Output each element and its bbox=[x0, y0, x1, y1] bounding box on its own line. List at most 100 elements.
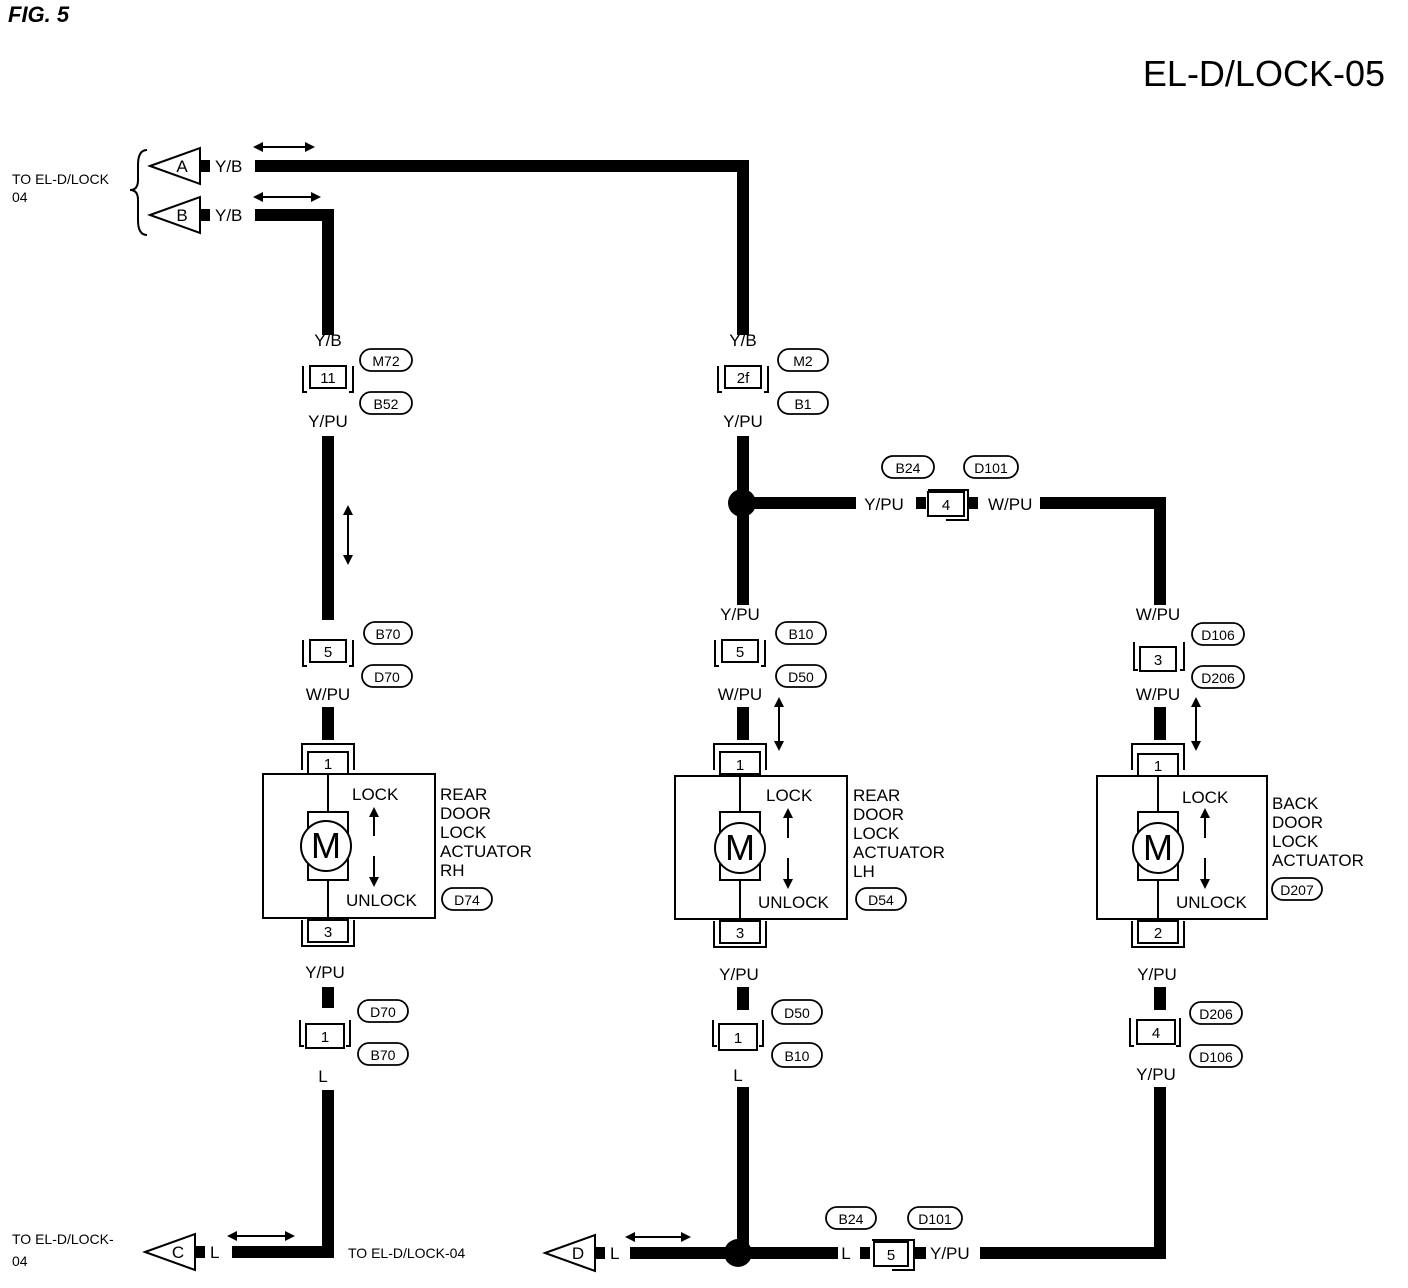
cross-top-wire-right: W/PU bbox=[988, 495, 1032, 514]
left-jc3-upper-tag-text: D70 bbox=[370, 1004, 396, 1020]
mid-jc2: 5 bbox=[714, 639, 766, 667]
right-jc1-upper-tag-text: D106 bbox=[1201, 627, 1235, 643]
cross-top-tag-left-text: B24 bbox=[896, 460, 921, 476]
mid-act-id-tag bbox=[855, 887, 907, 911]
cross-top-jc: 4 bbox=[916, 489, 978, 521]
connector-c-letter: C bbox=[172, 1243, 184, 1262]
splice-dot-top bbox=[728, 489, 756, 517]
right-motor-letter: M bbox=[1143, 827, 1173, 868]
right-wire-wpu-2: W/PU bbox=[1136, 685, 1180, 704]
mid-jc1-upper-tag-text: M2 bbox=[793, 353, 813, 369]
wire-a-main bbox=[255, 160, 749, 335]
left-unlock-label: UNLOCK bbox=[346, 891, 418, 910]
right-wire-ypu-2: Y/PU bbox=[1136, 1065, 1176, 1084]
left-wire-ypu-2: Y/PU bbox=[305, 963, 345, 982]
right-act-name-3: ACTUATOR bbox=[1272, 851, 1364, 870]
mid-wire-ypu-3: Y/PU bbox=[719, 965, 759, 984]
left-act-name-2: LOCK bbox=[440, 823, 487, 842]
connector-d-letter: D bbox=[572, 1244, 584, 1263]
cross-bottom-tag-left-text: B24 bbox=[839, 1211, 864, 1227]
connector-a-letter: A bbox=[176, 157, 188, 176]
mid-act-name-1: DOOR bbox=[853, 805, 904, 824]
left-jc3-pin: 1 bbox=[321, 1029, 329, 1046]
left-jc1-lower-tag bbox=[359, 391, 413, 415]
mid-jc2-upper-tag-text: B10 bbox=[789, 626, 814, 642]
right-act-pin-top: 1 bbox=[1154, 758, 1162, 775]
mid-jc2-pin: 5 bbox=[736, 644, 744, 661]
left-wire-l: L bbox=[318, 1067, 327, 1086]
page-code: EL-D/LOCK-05 bbox=[1143, 53, 1385, 94]
left-jc3-lower-tag bbox=[357, 1042, 409, 1066]
right-jc2-lower-tag bbox=[1189, 1044, 1243, 1068]
connector-c-wire: L bbox=[210, 1243, 219, 1262]
ref-c: TO EL-D/LOCK- bbox=[12, 1231, 114, 1247]
left-act-pin-top: 1 bbox=[324, 756, 332, 773]
right-motor-icon bbox=[1132, 822, 1184, 874]
right-act-name-0: BACK bbox=[1272, 794, 1319, 813]
mid-jc1-pin: 2f bbox=[737, 370, 750, 387]
right-act-id-text: D207 bbox=[1280, 882, 1314, 898]
cross-bottom-wire-left: L bbox=[841, 1244, 850, 1263]
right-jc1: 3 bbox=[1133, 642, 1185, 672]
left-act-name-1: DOOR bbox=[440, 804, 491, 823]
wire-b-main bbox=[255, 209, 334, 335]
mid-wire-l: L bbox=[733, 1066, 742, 1085]
cross-top-tag-left bbox=[881, 455, 935, 479]
left-wire-yb: Y/B bbox=[314, 331, 341, 350]
left-act-name-4: RH bbox=[440, 861, 465, 880]
left-jc2: 5 bbox=[302, 639, 354, 667]
mid-act-pin-bot: 3 bbox=[736, 925, 744, 942]
mid-act-name-2: LOCK bbox=[853, 824, 900, 843]
brace-ab bbox=[129, 149, 148, 236]
left-act-name-3: ACTUATOR bbox=[440, 842, 532, 861]
connector-a: A Y/B bbox=[147, 142, 315, 186]
right-jc2-upper-tag bbox=[1189, 1001, 1243, 1025]
left-lock-label: LOCK bbox=[352, 785, 399, 804]
cross-bottom-tag-left bbox=[825, 1206, 877, 1230]
cross-bottom-tag-right-text: D101 bbox=[918, 1211, 952, 1227]
left-wire-ypu: Y/PU bbox=[308, 412, 348, 431]
left-jc1-upper-tag-text: M72 bbox=[372, 353, 399, 369]
right-unlock-label: UNLOCK bbox=[1176, 893, 1248, 912]
figure-label: FIG. 5 bbox=[8, 2, 70, 27]
wire-right-ypu-bottom bbox=[980, 1087, 1166, 1259]
left-jc1: 11 bbox=[302, 365, 354, 393]
left-jc1-lower-tag-text: B52 bbox=[374, 396, 399, 412]
connector-b-letter: B bbox=[176, 206, 187, 225]
cross-bottom-jc: 5 bbox=[860, 1239, 926, 1271]
mid-motor-letter: M bbox=[725, 827, 755, 868]
mid-jc3-lower-tag-text: B10 bbox=[785, 1048, 810, 1064]
cross-top-pin: 4 bbox=[942, 497, 950, 514]
right-act-name-2: LOCK bbox=[1272, 832, 1319, 851]
left-motor-letter: M bbox=[311, 825, 341, 866]
mid-wire-ypu: Y/PU bbox=[723, 412, 763, 431]
mid-act-name-3: ACTUATOR bbox=[853, 843, 945, 862]
mid-act-name-0: REAR bbox=[853, 786, 900, 805]
right-act-name-1: DOOR bbox=[1272, 813, 1323, 832]
mid-act-pin-top: 1 bbox=[736, 757, 744, 774]
mid-actuator: 1 M LOCK UNLOCK 3 bbox=[674, 743, 848, 948]
right-actuator: 1 M LOCK UNLOCK 2 bbox=[1096, 743, 1268, 948]
cross-bottom-wire-right: Y/PU bbox=[930, 1244, 970, 1263]
left-jc2-upper-tag-text: B70 bbox=[376, 626, 401, 642]
ref-c-page: 04 bbox=[12, 1253, 28, 1269]
left-jc3: 1 bbox=[299, 1020, 351, 1049]
mid-jc3: 1 bbox=[712, 1020, 764, 1051]
left-jc3-lower-tag-text: B70 bbox=[371, 1047, 396, 1063]
splice-dot-bottom bbox=[724, 1239, 752, 1267]
left-jc2-lower-tag-text: D70 bbox=[374, 669, 400, 685]
mid-jc2-upper-tag bbox=[775, 621, 827, 645]
mid-act-name-4: LH bbox=[853, 862, 875, 881]
right-jc2: 4 bbox=[1129, 1018, 1181, 1047]
mid-wire-yb: Y/B bbox=[729, 331, 756, 350]
mid-unlock-label: UNLOCK bbox=[758, 893, 830, 912]
right-jc1-lower-tag bbox=[1191, 665, 1245, 689]
left-act-id-text: D74 bbox=[454, 892, 480, 908]
left-jc1-upper-tag bbox=[359, 348, 413, 372]
right-jc2-upper-tag-text: D206 bbox=[1199, 1006, 1233, 1022]
left-wire-wpu: W/PU bbox=[306, 685, 350, 704]
wire-cross-top-right bbox=[1040, 497, 1166, 605]
right-act-pin-bot: 2 bbox=[1154, 925, 1162, 942]
ref-c-right: TO EL-D/LOCK-04 bbox=[348, 1245, 465, 1261]
left-jc3-upper-tag bbox=[357, 999, 409, 1023]
